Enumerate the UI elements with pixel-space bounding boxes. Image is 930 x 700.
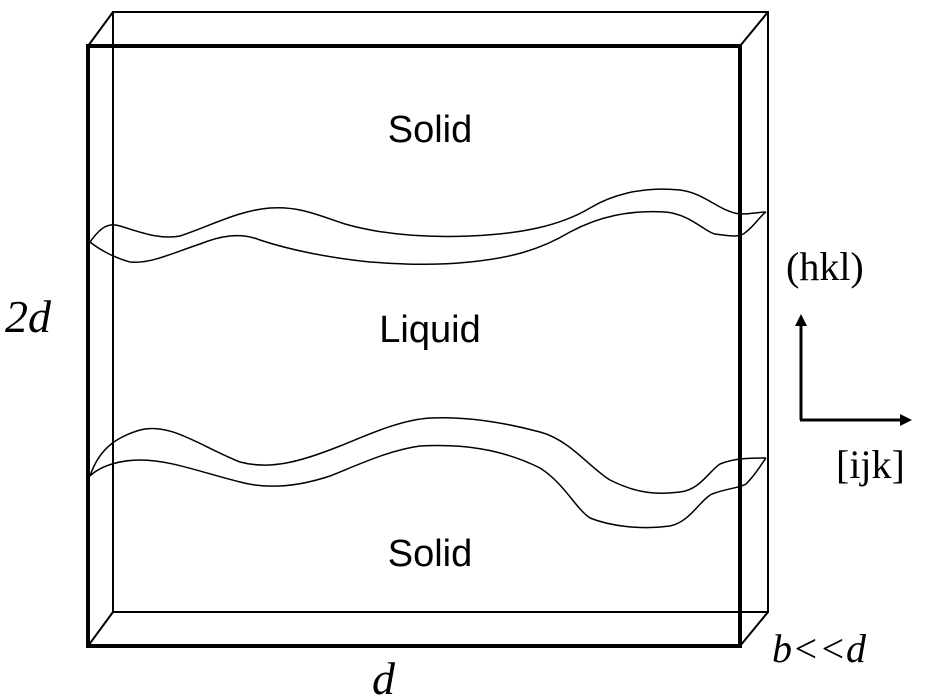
upper-interface-back: [89, 188, 767, 243]
liquid-label: Liquid: [379, 309, 480, 351]
axes-indicator: (hkl) [ijk]: [786, 244, 912, 487]
upper-interface: [89, 188, 767, 266]
lower-interface: [89, 416, 767, 529]
depth-edge: [739, 11, 769, 47]
height-dimension-label: 2d: [5, 291, 52, 342]
lower-interface-back: [89, 416, 767, 495]
depth-edge: [87, 611, 114, 647]
lower-interface-front: [89, 444, 767, 529]
depth-edge: [739, 611, 769, 647]
top-solid-label: Solid: [388, 109, 473, 151]
slab-back-face: [112, 11, 769, 613]
bottom-solid-label: Solid: [388, 533, 473, 575]
thickness-dimension-label: b<<d: [772, 626, 867, 671]
width-dimension-label: d: [372, 653, 396, 700]
vertical-axis-label: (hkl): [786, 244, 864, 289]
depth-edge: [87, 11, 114, 47]
upper-interface-front: [89, 210, 767, 266]
slab-front-face: [86, 44, 742, 648]
slab-box: [86, 11, 769, 648]
horizontal-axis-label: [ijk]: [836, 442, 905, 487]
